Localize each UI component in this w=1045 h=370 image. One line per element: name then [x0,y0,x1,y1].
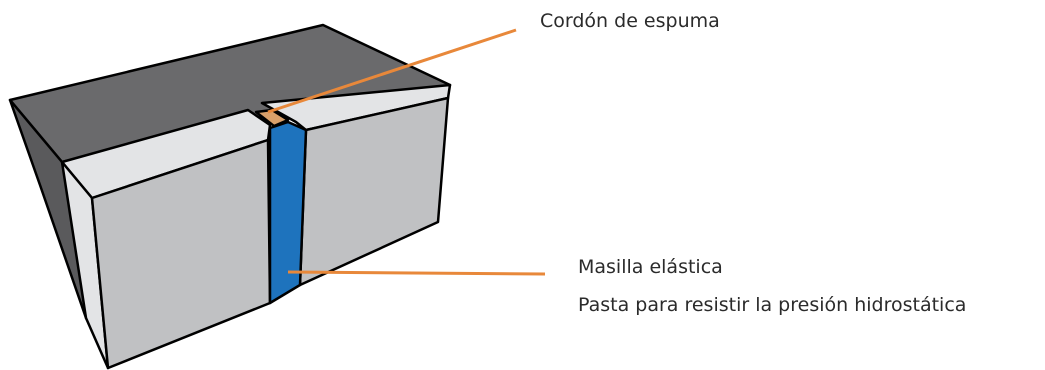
sealant-leader-line [287,270,546,276]
elastic-sealant [268,120,308,305]
foam-cord [254,108,290,128]
paste-label: Pasta para resistir la presión hidrostát… [578,294,967,316]
elastic-sealant-label: Masilla elástica [578,256,723,278]
foam-cord-label: Cordón de espuma [540,10,720,32]
right-block-front-face [298,96,450,287]
foam-cord-leader-line [267,28,517,114]
